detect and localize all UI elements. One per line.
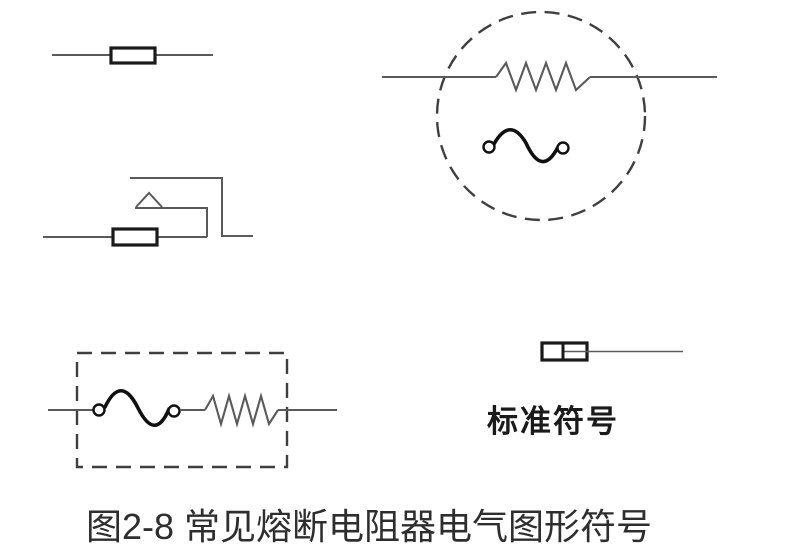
terminal-circle-right bbox=[167, 404, 181, 418]
standard-fusible-resistor-symbol bbox=[540, 341, 683, 362]
terminal-circle-left bbox=[92, 403, 106, 417]
terminal-circle-left bbox=[482, 140, 496, 154]
contact-tap-line bbox=[135, 207, 208, 237]
terminal-circle-right bbox=[556, 141, 570, 155]
dashed-enclosure-circle bbox=[435, 10, 647, 222]
upper-terminal-line bbox=[130, 177, 253, 237]
fuse-cartridge-symbol bbox=[52, 46, 213, 65]
resistor-zigzag bbox=[204, 392, 279, 428]
standard-symbol-label: 标准符号 bbox=[487, 404, 619, 439]
fuse-wire-curve bbox=[492, 127, 560, 164]
fuse-body-rect bbox=[109, 46, 157, 65]
resistor-with-breaking-contact-symbol bbox=[43, 177, 253, 247]
figure-caption: 图2-8 常见熔断电阻器电气图形符号 bbox=[86, 506, 653, 547]
resistor-zigzag bbox=[495, 59, 591, 94]
dashed-box-fuse-wire-and-resistor-symbol bbox=[48, 351, 337, 469]
encircled-resistor-with-fuse-wire-symbol bbox=[382, 10, 717, 222]
break-contact-arrow bbox=[135, 191, 163, 208]
resistor-body-rect bbox=[111, 227, 159, 247]
fuse-wire-curve bbox=[103, 388, 171, 427]
